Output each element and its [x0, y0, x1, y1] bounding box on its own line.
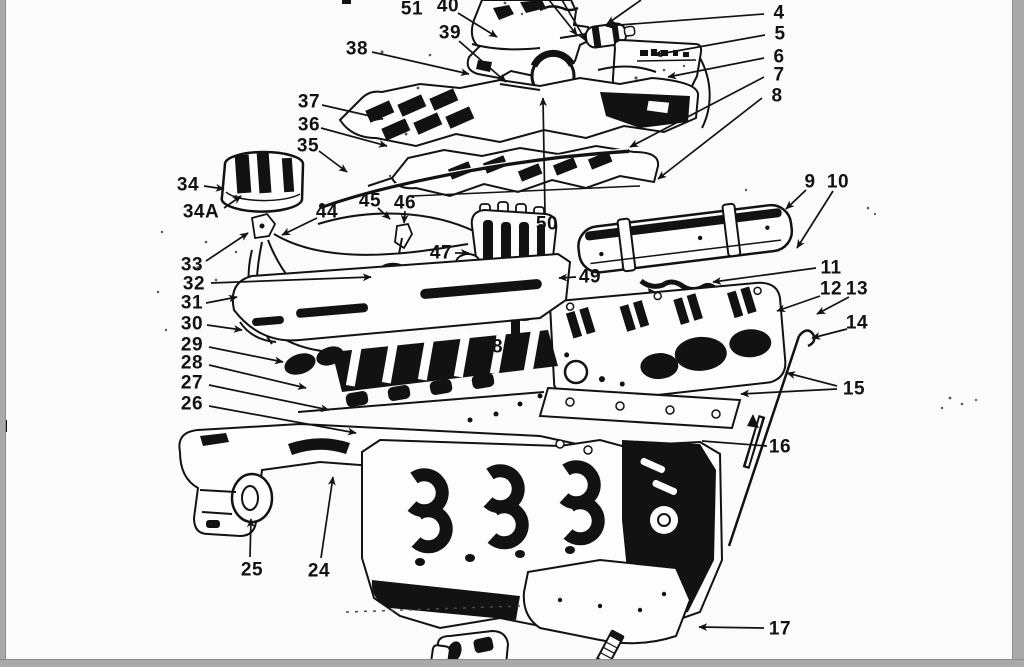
leader-line	[208, 364, 307, 390]
leader-line	[712, 267, 817, 285]
callout-label-34A: 34A	[183, 202, 219, 223]
leader-line	[653, 34, 766, 58]
leader-line	[539, 97, 548, 214]
callout-label-38: 38	[346, 39, 368, 60]
callout-label-7: 7	[773, 65, 784, 86]
callout-label-10: 10	[827, 172, 849, 193]
callout-label-15: 15	[843, 379, 865, 400]
leader-line	[740, 388, 838, 398]
leader-line	[558, 273, 577, 282]
callout-label-16: 16	[769, 437, 791, 458]
leader-line	[205, 232, 249, 262]
leader-line	[377, 207, 391, 220]
callout-label-33: 33	[181, 255, 203, 276]
leader-line	[657, 97, 763, 180]
leader-line	[400, 210, 409, 224]
callout-label-50: 50	[536, 214, 558, 235]
callout-label-46: 46	[394, 193, 416, 214]
leader-line	[208, 405, 357, 436]
callout-label-25: 25	[241, 560, 263, 581]
head-gasket-art	[538, 386, 742, 430]
callout-label-5: 5	[774, 24, 785, 45]
leader-line	[320, 127, 388, 148]
leader-line	[223, 195, 242, 209]
leader-line	[281, 217, 318, 236]
leader-line	[320, 476, 336, 559]
callout-label-8: 8	[771, 86, 782, 107]
leader-line	[548, 0, 578, 36]
callout-label-31: 31	[181, 293, 203, 314]
callout-label-11: 11	[820, 258, 841, 279]
callout-label-44: 44	[316, 202, 338, 223]
oil-pan-front-cover-art	[345, 558, 692, 645]
right-valve-cover-art	[577, 202, 794, 274]
callout-label-4: 4	[773, 3, 784, 24]
callout-label-30: 30	[181, 314, 203, 335]
callout-label-13: 13	[846, 279, 868, 300]
callout-label-26: 26	[181, 394, 203, 415]
leader-line	[206, 324, 243, 333]
callout-label-35: 35	[297, 136, 319, 157]
right-cylinder-head-art	[548, 281, 787, 403]
callout-label-40: 40	[437, 0, 459, 17]
leader-line	[246, 518, 255, 558]
leader-line	[667, 57, 765, 80]
leader-line	[503, 338, 520, 346]
leader-line	[203, 183, 225, 192]
callout-label-47: 47	[430, 243, 452, 264]
leader-line	[321, 104, 384, 121]
leader-line	[561, 0, 587, 42]
callout-label-12: 12	[820, 279, 842, 300]
callout-label-48: 48	[481, 337, 503, 358]
oil-filter-art	[220, 150, 305, 213]
leader-line	[318, 150, 348, 173]
leader-line	[776, 295, 821, 312]
leader-line	[816, 296, 850, 315]
callout-label-45: 45	[359, 191, 381, 212]
heat-tube-art	[319, 148, 630, 209]
leader-line	[629, 76, 765, 148]
leader-line	[210, 273, 372, 284]
callout-label-34: 34	[177, 175, 199, 196]
leader-line	[371, 51, 470, 76]
callout-label-14: 14	[846, 313, 868, 334]
leader-line	[606, 0, 642, 25]
callout-label-27: 27	[181, 373, 203, 394]
leader-line	[796, 190, 834, 249]
callout-label-28: 28	[181, 353, 203, 374]
leader-line	[605, 13, 765, 30]
leader-line	[208, 384, 330, 413]
leader-line	[811, 328, 848, 340]
callout-label-17: 17	[769, 619, 791, 640]
callout-label-37: 37	[298, 92, 320, 113]
callout-label-51: 51	[401, 0, 423, 20]
left-valve-cover-art	[231, 252, 572, 343]
callout-label-24: 24	[308, 561, 330, 582]
callout-label-6: 6	[773, 47, 784, 68]
dipstick-art	[727, 329, 816, 547]
fuel-pump-art	[430, 629, 625, 667]
callout-label-32: 32	[183, 274, 205, 295]
left-head-spark-plugs-art	[284, 322, 589, 423]
callout-label-49: 49	[579, 267, 601, 288]
leader-line	[205, 294, 238, 304]
callout-label-9: 9	[804, 172, 815, 193]
callout-label-39: 39	[439, 23, 461, 44]
intake-manifold-art	[338, 65, 700, 148]
callout-label-29: 29	[181, 335, 203, 356]
leader-line	[701, 440, 768, 447]
leader-line	[457, 12, 498, 38]
valley-pan-art	[367, 144, 660, 198]
leader-line	[458, 40, 507, 83]
callout-label-36: 36	[298, 115, 320, 136]
leader-line	[698, 623, 765, 632]
leader-line	[785, 189, 807, 210]
leader-line	[786, 371, 838, 387]
leader-line	[208, 346, 284, 365]
